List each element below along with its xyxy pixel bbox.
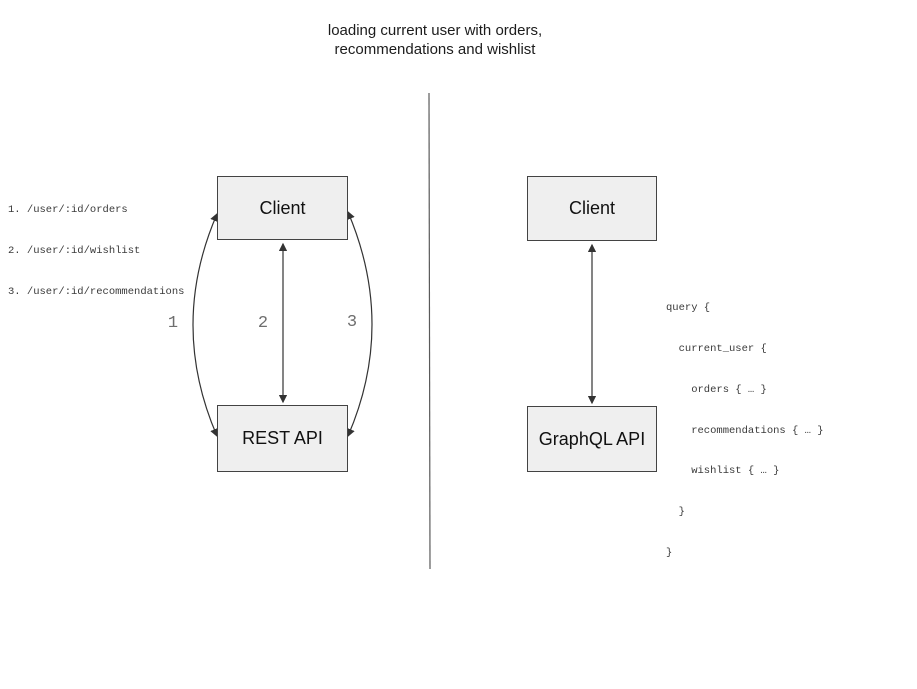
client-box-left: Client — [217, 176, 348, 240]
graphql-query-line-2: current_user { — [666, 342, 767, 355]
rest-endpoint-list: 1. /user/:id/orders 2. /user/:id/wishlis… — [8, 177, 184, 327]
graphql-query-line-7: } — [666, 546, 673, 559]
arrow-label-3: 3 — [346, 313, 358, 332]
graphql-query-line-5: wishlist { … } — [666, 465, 780, 478]
client-box-right: Client — [527, 176, 657, 241]
arrow-label-2: 2 — [257, 314, 269, 333]
arrow-label-1: 1 — [167, 314, 179, 333]
client-box-left-label: Client — [259, 197, 306, 218]
graphql-api-box: GraphQL API — [527, 406, 657, 472]
graphql-query-line-4: recommendations { … } — [666, 424, 824, 437]
graphql-query-line-1: query { — [666, 302, 711, 315]
client-box-right-label: Client — [568, 198, 616, 218]
rest-arrow-1 — [192, 212, 219, 438]
diagram-title: loading current user with orders, recomm… — [135, 21, 735, 59]
rest-endpoint-orders: 1. /user/:id/orders — [8, 204, 128, 217]
rest-api-box: REST API — [217, 405, 348, 472]
rest-endpoint-recommendations: 3. /user/:id/recommendations — [8, 285, 185, 298]
diagram-title-line-2: recommendations and wishlist — [334, 41, 536, 58]
rest-api-box-label: REST API — [242, 428, 323, 448]
rest-endpoint-wishlist: 2. /user/:id/wishlist — [8, 244, 141, 257]
graphql-query-line-6: } — [666, 506, 685, 519]
graphql-query-line-3: orders { … } — [666, 383, 767, 396]
graphql-api-box-label: GraphQL API — [538, 428, 646, 449]
graphql-query-block: query { current_user { orders { … } reco… — [666, 275, 824, 588]
panel-divider-line — [428, 92, 431, 570]
diagram-title-line-1: loading current user with orders, — [327, 22, 543, 39]
